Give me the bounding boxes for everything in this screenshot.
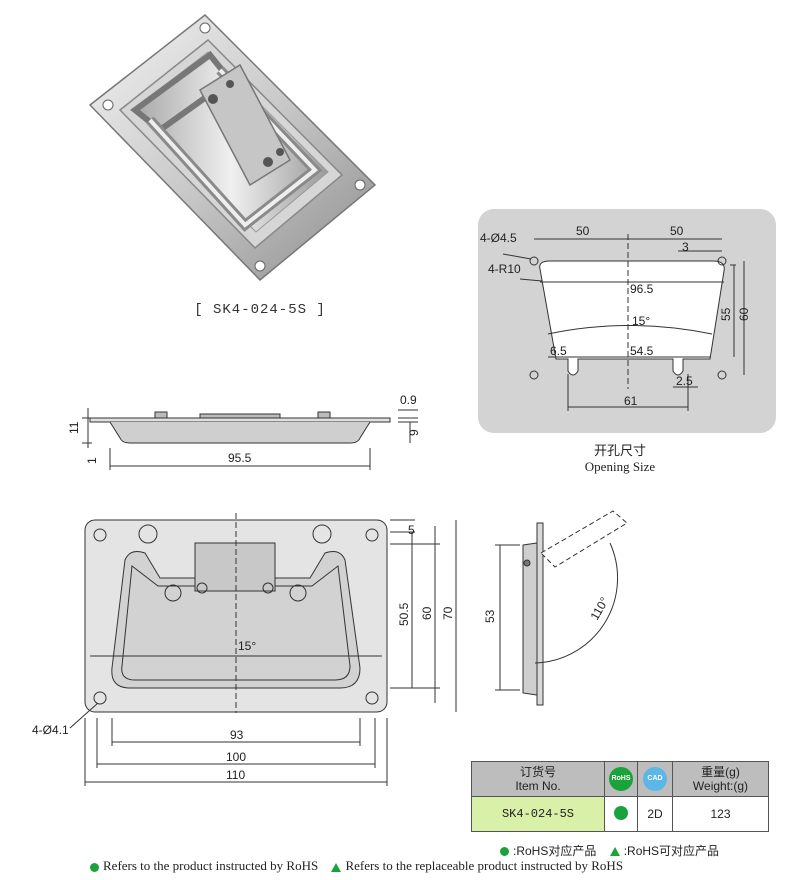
spec-table: 订货号 Item No. RoHS CAD 重量(g) Weight:(g) S… xyxy=(471,761,769,832)
replaceable-triangle-icon xyxy=(609,847,620,857)
side-dim-95-5: 95.5 xyxy=(228,451,252,465)
legend-zh: :RoHS对应产品 :RoHS可对应产品 xyxy=(500,842,719,859)
opening-hole-label: 4-Ø4.5 xyxy=(480,231,517,245)
legend-en: Refers to the product instructed by RoHS… xyxy=(90,858,623,874)
front-angle: 15° xyxy=(238,639,256,653)
side-dim-11: 11 xyxy=(67,421,81,434)
front-view-diagram: 5 50.5 60 70 93 100 110 4-Ø4.1 15° xyxy=(32,513,457,786)
opening-caption: 开孔尺寸 Opening Size xyxy=(560,440,680,475)
opening-dim-2-5: 2.5 xyxy=(676,374,693,388)
product-label: [ SK4-024-5S ] xyxy=(194,302,326,318)
front-dim-100: 100 xyxy=(226,750,246,764)
front-dim-70: 70 xyxy=(441,606,455,620)
front-dim-60: 60 xyxy=(420,606,434,620)
opening-size-diagram: 4-Ø4.5 4-R10 50 50 3 96.5 15° 6.5 54.5 2… xyxy=(478,209,776,433)
header-cad: CAD xyxy=(637,761,673,797)
table-row: SK4-024-5S 2D 123 xyxy=(471,796,769,832)
opening-dim-6-5: 6.5 xyxy=(550,344,567,358)
header-item-no: 订货号 Item No. xyxy=(471,761,605,797)
rohs-dot-icon xyxy=(500,847,509,857)
product-photo xyxy=(88,14,377,282)
front-dim-50-5: 50.5 xyxy=(397,602,411,626)
profile-dim-53: 53 xyxy=(483,609,497,623)
rohs-icon: RoHS xyxy=(609,767,633,791)
opening-dim-60: 60 xyxy=(737,307,751,321)
side-dim-0-9: 0.9 xyxy=(400,393,417,407)
opening-caption-zh: 开孔尺寸 xyxy=(593,443,646,458)
item-number: SK4-024-5S xyxy=(471,796,605,832)
opening-dim-55: 55 xyxy=(719,307,733,321)
front-dim-93: 93 xyxy=(230,728,244,742)
side-dim-9: 9 xyxy=(407,429,421,436)
profile-angle: 110° xyxy=(587,595,611,623)
cad-icon: CAD xyxy=(643,767,667,791)
opening-dim-width: 96.5 xyxy=(630,282,654,296)
opening-dim-61: 61 xyxy=(624,394,638,408)
rohs-dot-icon xyxy=(614,805,628,820)
side-dim-1: 1 xyxy=(85,457,99,464)
front-dim-5: 5 xyxy=(408,523,415,537)
profile-view-diagram: 53 110° xyxy=(483,510,628,706)
opening-dim-54-5: 54.5 xyxy=(630,344,654,358)
replaceable-triangle-icon xyxy=(331,862,342,872)
opening-radius-label: 4-R10 xyxy=(488,262,521,276)
rohs-cell xyxy=(604,796,638,832)
front-dim-110: 110 xyxy=(226,768,245,782)
opening-dim-right50: 50 xyxy=(670,224,684,238)
cad-cell: 2D xyxy=(637,796,673,832)
rohs-dot-icon xyxy=(90,862,99,872)
opening-dim-3: 3 xyxy=(682,240,689,254)
weight-cell: 123 xyxy=(672,796,769,832)
header-rohs: RoHS xyxy=(604,761,638,797)
side-view-diagram: 0.9 11 9 1 95.5 xyxy=(67,393,421,470)
opening-angle: 15° xyxy=(632,314,650,328)
header-weight: 重量(g) Weight:(g) xyxy=(672,761,769,797)
opening-caption-en: Opening Size xyxy=(584,459,656,474)
opening-dim-left50: 50 xyxy=(576,224,590,238)
spec-table-header: 订货号 Item No. RoHS CAD 重量(g) Weight:(g) xyxy=(471,761,769,797)
front-hole-label: 4-Ø4.1 xyxy=(32,723,69,737)
